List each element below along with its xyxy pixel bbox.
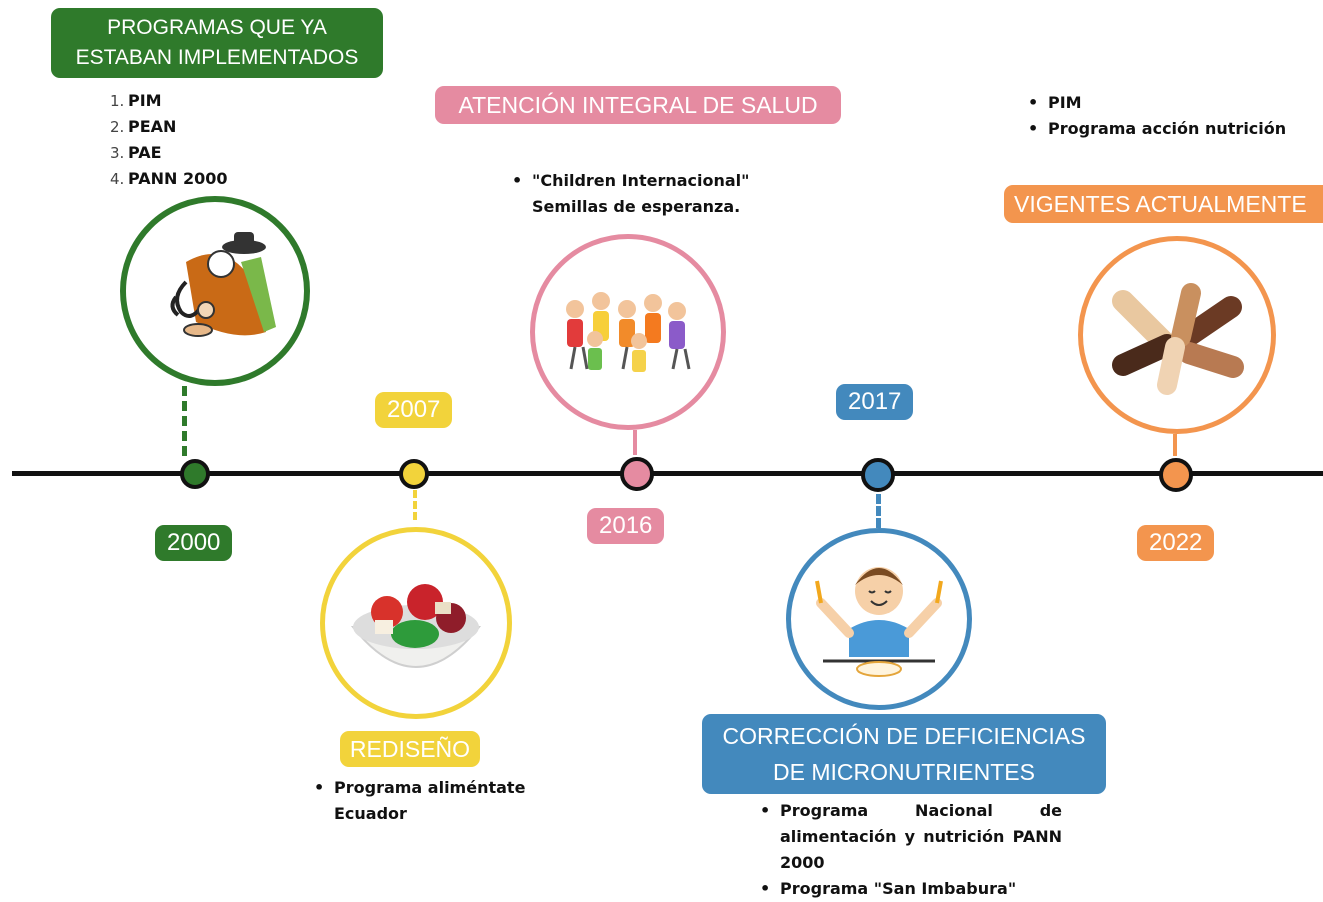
list-2000: 1.PIM 2.PEAN 3.PAE 4.PANN 2000 (110, 88, 228, 192)
title-2017-text: CORRECCIÓN DE DEFICIENCIAS DE MICRONUTRI… (722, 723, 1086, 785)
timeline-dot-2007 (399, 459, 429, 489)
title-2022: VIGENTES ACTUALMENTE (1004, 185, 1323, 223)
connector-2022 (1173, 434, 1177, 456)
image-circle-2007 (320, 527, 512, 719)
year-badge-2022: 2022 (1137, 525, 1215, 561)
list-item: 2.PEAN (110, 117, 177, 136)
list-item: Programa aliméntate Ecuador (306, 775, 556, 827)
list-2016: "Children Internacional" Semillas de esp… (504, 168, 794, 220)
title-2017: CORRECCIÓN DE DEFICIENCIAS DE MICRONUTRI… (702, 714, 1106, 794)
list-2007: Programa aliméntate Ecuador (306, 775, 556, 827)
timeline-dot-2016 (620, 457, 654, 491)
list-item: Programa "San Imbabura" (752, 876, 1062, 902)
timeline-dot-2017 (861, 458, 895, 492)
year-badge-2017: 2017 (836, 384, 914, 420)
connector-2000 (182, 386, 187, 456)
image-circle-2022 (1078, 236, 1276, 434)
list-2017: Programa Nacional de alimentación y nutr… (752, 798, 1062, 902)
year-badge-2000: 2000 (155, 525, 233, 561)
connector-2017 (876, 494, 881, 528)
title-2000: PROGRAMAS QUE YA ESTABAN IMPLEMENTADOS (51, 8, 383, 78)
image-circle-2000 (120, 196, 310, 386)
mother-child-icon (170, 232, 276, 337)
child-eating-icon (815, 567, 943, 677)
list-2022: PIM Programa acción nutrición (1020, 90, 1320, 142)
timeline-dot-2022 (1159, 458, 1193, 492)
connector-2007 (413, 490, 417, 520)
image-circle-2016 (530, 234, 726, 430)
list-item: 4.PANN 2000 (110, 169, 228, 188)
connector-2016 (633, 430, 637, 455)
timeline-dot-2000 (180, 459, 210, 489)
joined-hands-icon (1112, 283, 1244, 395)
list-item: "Children Internacional" Semillas de esp… (504, 168, 794, 220)
list-item: PIM (1020, 90, 1320, 116)
list-item: Programa Nacional de alimentación y nutr… (752, 798, 1062, 876)
year-badge-2016: 2016 (587, 508, 665, 544)
children-group-icon (566, 292, 691, 372)
title-2007: REDISEÑO (340, 731, 480, 767)
list-item: 3.PAE (110, 143, 162, 162)
list-item: 1.PIM (110, 91, 162, 110)
image-circle-2017 (786, 528, 972, 710)
timeline-axis (12, 471, 1323, 476)
list-item: Programa acción nutrición (1020, 116, 1320, 142)
title-2016: ATENCIÓN INTEGRAL DE SALUD (435, 86, 841, 124)
year-badge-2007: 2007 (375, 392, 453, 428)
title-2000-text: PROGRAMAS QUE YA ESTABAN IMPLEMENTADOS (75, 16, 359, 69)
food-bowl-icon (350, 584, 482, 668)
